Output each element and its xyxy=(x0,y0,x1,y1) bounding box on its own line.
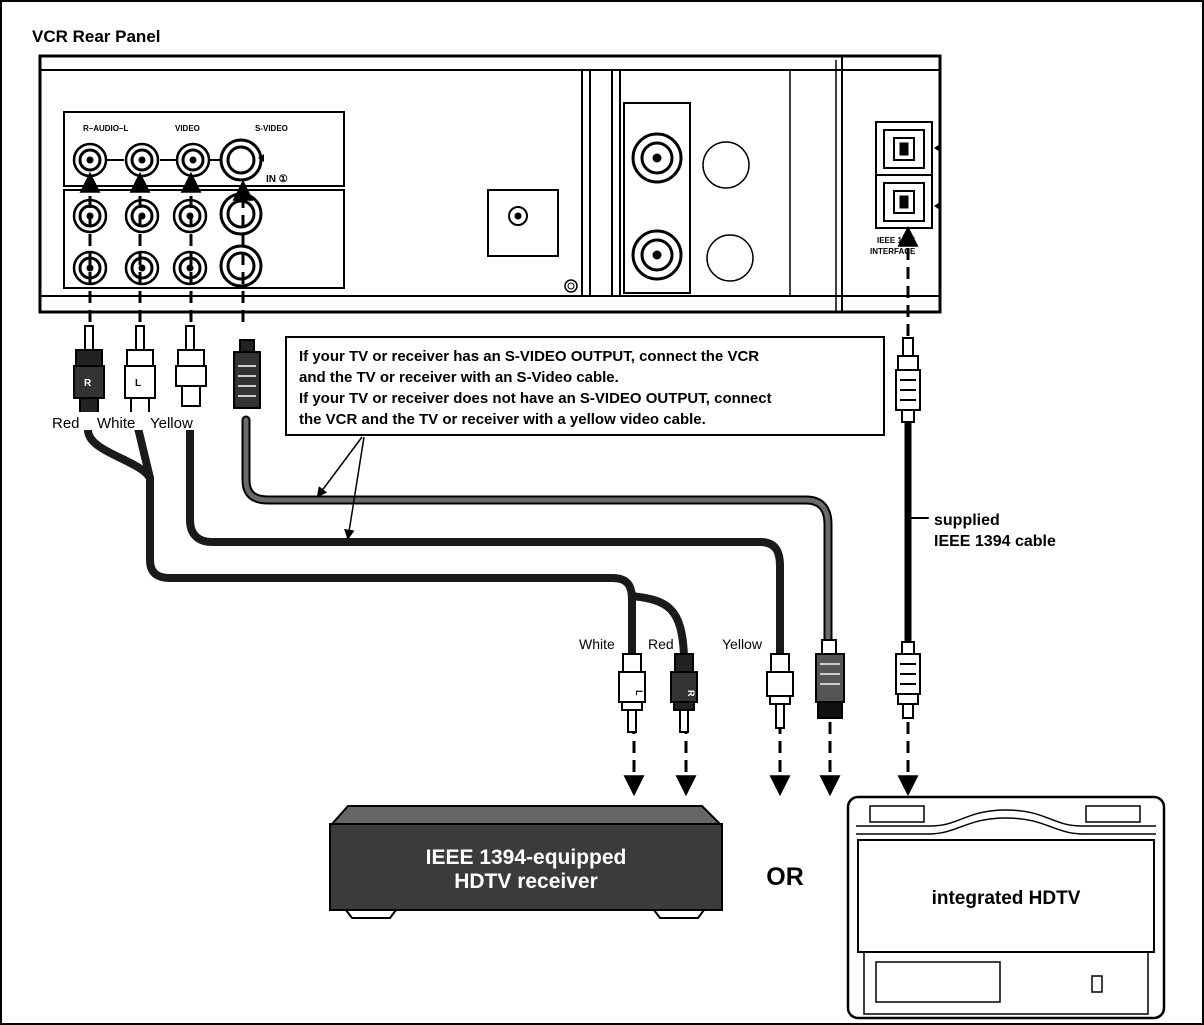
plug-white-bottom xyxy=(618,653,646,733)
note-line-4: the VCR and the TV or receiver with a ye… xyxy=(299,411,706,428)
top-label-red: Red xyxy=(52,415,80,432)
plug-ieee-top xyxy=(895,337,921,423)
bottom-label-red: Red xyxy=(648,636,674,652)
dashed-connection-lines xyxy=(79,171,919,797)
jack-connectors xyxy=(72,138,263,288)
plug-ieee-bottom xyxy=(895,641,921,719)
panel-title: VCR Rear Panel xyxy=(32,27,161,46)
video-jack-label: VIDEO xyxy=(175,124,200,133)
svideo-in-label: IN ① xyxy=(266,174,288,185)
ieee-port-label-line1: IEEE 1394 xyxy=(877,236,916,245)
plug-red-bottom xyxy=(670,653,698,733)
bottom-label-yellow: Yellow xyxy=(722,636,763,652)
plug-svideo-bottom xyxy=(815,639,845,719)
plug-letter-red: R xyxy=(84,378,92,389)
cables xyxy=(84,415,929,660)
note-line-3: If your TV or receiver does not have an … xyxy=(299,390,772,407)
hdtv-receiver xyxy=(329,805,723,919)
top-label-yellow: Yellow xyxy=(150,415,193,432)
or-label: OR xyxy=(766,863,804,891)
plug-letter-white-bottom: L xyxy=(634,690,644,696)
plug-svideo-top xyxy=(233,339,261,409)
svideo-note-box: If your TV or receiver has an S-VIDEO OU… xyxy=(285,336,885,436)
plug-red-top xyxy=(73,325,105,421)
tv-label: integrated HDTV xyxy=(932,888,1081,909)
ieee-port-label-line2: INTERFACE xyxy=(870,247,916,256)
vcr-rear-panel xyxy=(38,54,942,314)
plug-white-top xyxy=(124,325,156,421)
plug-yellow-top xyxy=(175,325,207,407)
cable-label-line2: IEEE 1394 cable xyxy=(934,533,1056,550)
svideo-jack-label: S-VIDEO xyxy=(255,124,288,133)
plug-letter-white: L xyxy=(135,378,141,389)
integrated-hdtv xyxy=(846,795,1166,1020)
audio-jack-label: R–AUDIO–L xyxy=(83,124,128,133)
callout-arrows xyxy=(316,436,365,541)
receiver-label-line1: IEEE 1394-equipped xyxy=(426,846,627,869)
plug-yellow-bottom xyxy=(766,653,794,729)
cable-label-line1: supplied xyxy=(934,512,1000,529)
note-line-2: and the TV or receiver with an S-Video c… xyxy=(299,369,619,386)
top-label-white: White xyxy=(97,415,135,432)
top-label-background xyxy=(52,412,204,430)
plug-letter-red-bottom: R xyxy=(686,690,696,697)
bottom-label-white: White xyxy=(579,636,615,652)
note-line-1: If your TV or receiver has an S-VIDEO OU… xyxy=(299,348,760,365)
receiver-label-line2: HDTV receiver xyxy=(454,870,598,893)
